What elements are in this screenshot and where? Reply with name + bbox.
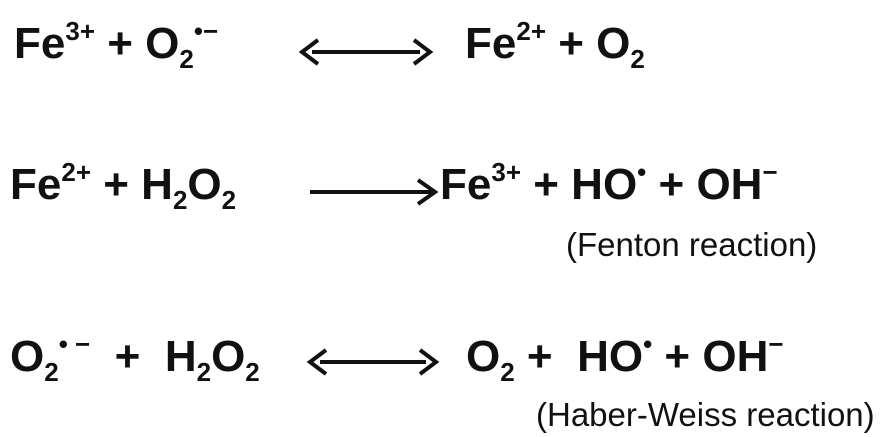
species-ho: HO xyxy=(577,332,644,381)
species-fe: Fe xyxy=(14,19,66,68)
charge: 2+ xyxy=(516,16,547,46)
reversible-arrow-1 xyxy=(298,38,434,66)
radical-dot: • xyxy=(637,157,647,187)
subscript: 2 xyxy=(221,185,237,215)
reaction-1-reactants: Fe3+ + O2•− xyxy=(14,18,218,72)
species-o: O xyxy=(211,332,246,381)
fenton-reaction-label: (Fenton reaction) xyxy=(566,226,818,263)
species-o: O xyxy=(145,19,180,68)
species-o: O xyxy=(10,332,45,381)
plus-sign: + xyxy=(514,332,578,381)
subscript: 2 xyxy=(196,357,212,387)
radical-dot: • xyxy=(643,329,653,359)
reaction-3-products: O2 + HO• + OH− xyxy=(466,331,784,385)
subscript: 2 xyxy=(44,357,59,387)
species-oh: OH xyxy=(702,332,769,381)
species-o: O xyxy=(187,160,222,209)
subscript: 2 xyxy=(179,44,194,74)
species-o: O xyxy=(466,332,501,381)
species-o: O xyxy=(596,19,631,68)
subscript: 2 xyxy=(630,44,645,74)
plus-sign: + xyxy=(95,19,146,68)
species-oh: OH xyxy=(696,160,763,209)
species-h: H xyxy=(164,332,197,381)
subscript: 2 xyxy=(500,357,515,387)
species-fe: Fe xyxy=(10,160,62,209)
subscript: 2 xyxy=(172,185,188,215)
species-ho: HO xyxy=(571,160,638,209)
haber-weiss-reaction-label: (Haber-Weiss reaction) xyxy=(536,396,875,433)
plus-sign: + xyxy=(652,332,703,381)
species-h: H xyxy=(141,160,173,209)
charge: 3+ xyxy=(491,157,522,187)
species-fe: Fe xyxy=(465,19,517,68)
radical-charge: •− xyxy=(193,16,219,46)
reaction-2-reactants: Fe2+ + H2O2 xyxy=(10,159,236,213)
subscript: 2 xyxy=(245,357,260,387)
charge: 2+ xyxy=(61,157,92,187)
forward-arrow-2 xyxy=(310,178,439,206)
charge: − xyxy=(762,157,778,187)
reaction-3-reactants: O2• − + H2O2 xyxy=(10,331,260,385)
reaction-2-products: Fe3+ + HO• + OH− xyxy=(440,159,778,209)
plus-sign: + xyxy=(91,160,142,209)
radical-charge: • − xyxy=(58,329,91,359)
species-fe: Fe xyxy=(440,160,492,209)
plus-sign: + xyxy=(90,332,165,381)
reaction-1-products: Fe2+ + O2 xyxy=(465,18,645,72)
plus-sign: + xyxy=(546,19,597,68)
charge: − xyxy=(768,329,784,359)
plus-sign: + xyxy=(646,160,697,209)
plus-sign: + xyxy=(521,160,572,209)
reversible-arrow-3 xyxy=(306,348,440,376)
charge: 3+ xyxy=(65,16,96,46)
